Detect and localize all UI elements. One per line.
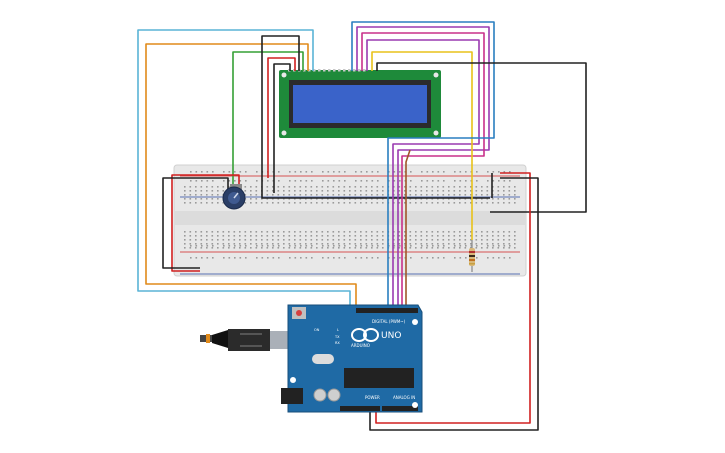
wire-yellow: [371, 51, 473, 240]
wire-purple1: [356, 26, 490, 308]
wire-black-lcd1: [261, 35, 490, 199]
led-on-label: ON: [314, 328, 320, 332]
usb-cable: [200, 329, 292, 351]
wire-orange: [145, 43, 357, 308]
wire-black-right: [376, 62, 587, 213]
wire-black-pot: [162, 177, 229, 269]
lcd-display[interactable]: [279, 69, 441, 138]
potentiometer[interactable]: [222, 184, 246, 210]
digital-label: DIGITAL (PWM~): [372, 319, 406, 324]
wire-magenta: [361, 32, 485, 308]
wire-red-lcd: [267, 57, 296, 178]
arduino-model: UNO: [381, 331, 401, 341]
resistor[interactable]: [469, 240, 475, 272]
wire-blue2: [387, 62, 495, 308]
wire-black-right2: [369, 177, 539, 431]
arduino-uno[interactable]: UNO ARDUINO DIGITAL (PWM~) POWER ANALOG …: [281, 304, 423, 413]
wire-brown: [405, 149, 411, 308]
wire-red-right: [375, 172, 531, 424]
wire-blue: [351, 21, 495, 71]
led-tx-label: TX: [334, 335, 340, 339]
arduino-brand: ARDUINO: [351, 343, 370, 348]
wire-lightblue: [137, 29, 351, 308]
led-rx-label: RX: [335, 341, 340, 345]
wire-purple2: [366, 39, 480, 308]
wires: [137, 21, 587, 431]
wire-black-lcd2: [273, 63, 291, 193]
arduino-logo-icon: [351, 328, 379, 342]
wire-red-pot: [171, 174, 240, 272]
wire-green: [232, 51, 304, 190]
led-l-label: L: [337, 328, 339, 332]
analog-label: ANALOG IN: [393, 395, 415, 400]
power-label: POWER: [365, 395, 380, 400]
